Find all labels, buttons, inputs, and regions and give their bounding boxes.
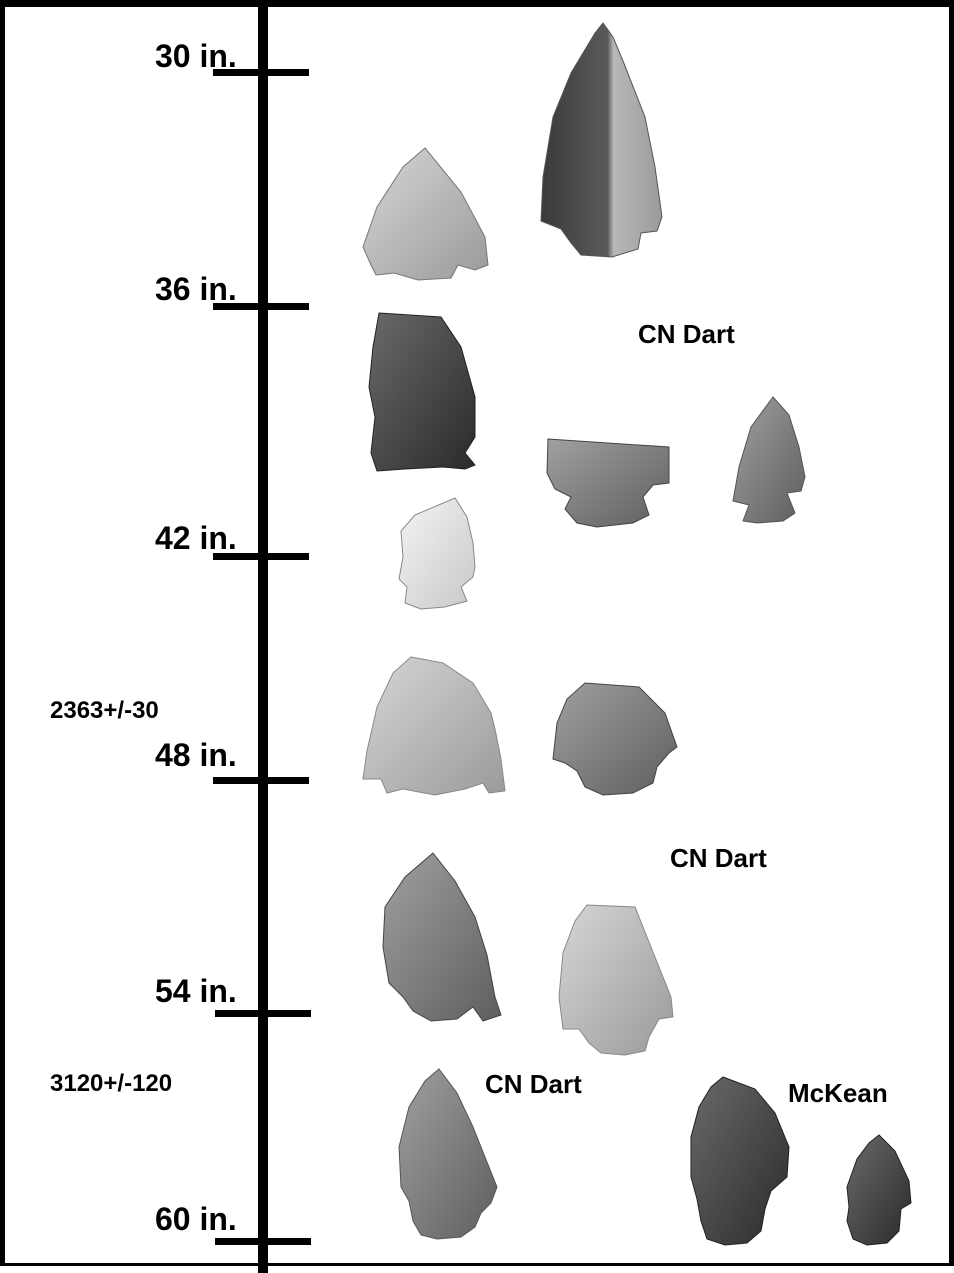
projectile-point-8 [553,683,677,795]
projectile-point-11 [399,1069,497,1239]
projectile-point-1 [363,148,488,280]
projectile-point-5 [733,397,805,523]
projectile-point-3 [369,313,475,471]
projectile-point-2 [541,23,662,257]
projectile-point-7 [363,657,505,795]
projectile-point-10 [559,905,673,1055]
projectile-point-12 [691,1077,789,1245]
projectile-point-6 [399,498,475,609]
projectile-point-13 [847,1135,911,1245]
projectile-point-9 [383,853,501,1021]
artifact-layer [5,7,949,1263]
projectile-point-4 [547,439,669,527]
